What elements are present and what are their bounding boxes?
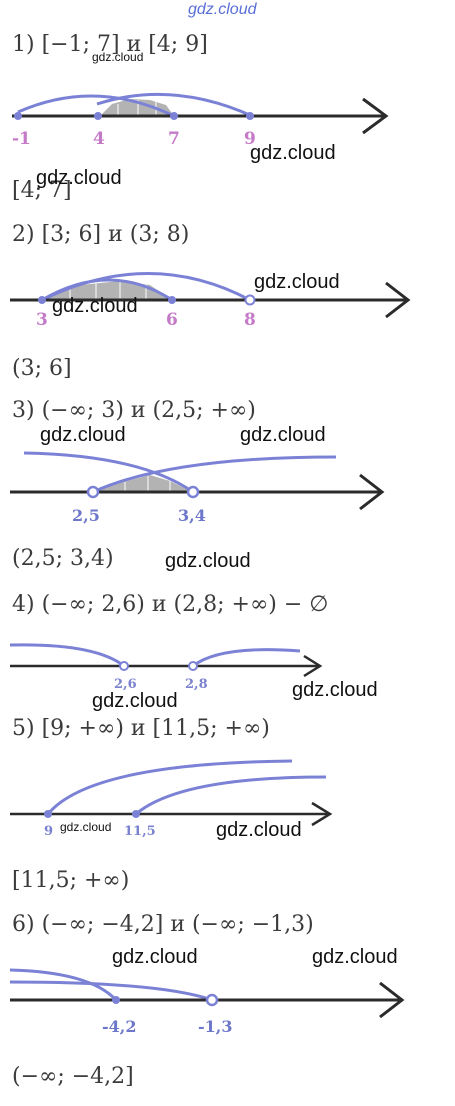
interval-arc-2 xyxy=(96,92,253,118)
watermark: gdz.cloud xyxy=(216,819,302,841)
point-label: 11,5 xyxy=(124,824,156,839)
number-line-4: 2,6 2,8 xyxy=(9,643,323,692)
axis-arrow xyxy=(362,97,389,135)
task-6-answer: (−∞; −4,2] xyxy=(12,1064,134,1089)
number-line-6: -4,2 -1,3 xyxy=(9,968,405,1036)
axis-arrow xyxy=(311,801,333,827)
watermark: gdz.cloud xyxy=(60,820,112,834)
watermark: gdz.cloud xyxy=(36,167,122,189)
task-5-answer: [11,5; +∞) xyxy=(12,868,130,893)
interval-arc-2 xyxy=(41,272,251,302)
watermark: gdz.cloud xyxy=(40,424,126,446)
watermark: gdz.cloud xyxy=(254,271,340,293)
watermark: gdz.cloud xyxy=(52,295,138,317)
watermark: gdz.cloud xyxy=(240,424,326,446)
task-3-statement: 3) (−∞; 3) и (2,5; +∞) xyxy=(12,398,256,423)
point-label: 8 xyxy=(244,310,256,330)
interval-arc-1 xyxy=(17,94,175,118)
point-label: -1,3 xyxy=(198,1017,232,1036)
watermark: gdz.cloud xyxy=(92,50,144,64)
number-line-5: 9 11,5 xyxy=(10,759,333,839)
task-1-statement: 1) [−1; 7] и [4; 9] xyxy=(12,32,208,57)
axis-arrow xyxy=(303,654,323,678)
watermark: gdz.cloud xyxy=(312,946,398,968)
interval-arc-2 xyxy=(135,775,327,816)
interval-arc-2 xyxy=(92,455,337,494)
point-label: 6 xyxy=(166,310,178,330)
task-1-answer: [4; 7] xyxy=(12,178,72,203)
task-2-answer: (3; 6] xyxy=(12,356,72,381)
task-3-answer: (2,5; 3,4) xyxy=(12,546,114,571)
point-label: 9 xyxy=(244,129,256,149)
watermark: gdz.cloud xyxy=(165,550,251,572)
point-label: 3 xyxy=(36,310,48,330)
task-6-statement: 6) (−∞; −4,2] и (−∞; −1,3) xyxy=(12,912,314,937)
interval-arc-1 xyxy=(46,759,293,815)
point-label: 4 xyxy=(93,129,105,149)
interval-arc-2 xyxy=(9,980,213,1002)
axis-arrow xyxy=(379,981,405,1019)
watermark: gdz.cloud xyxy=(250,142,336,164)
point-label: -1 xyxy=(12,129,31,149)
axis-arrow xyxy=(359,473,385,511)
task-4-statement: 4) (−∞; 2,6) и (2,8; +∞) − ∅ xyxy=(12,592,329,617)
task-2-statement: 2) [3; 6] и (3; 8) xyxy=(12,222,190,247)
point-label: 7 xyxy=(168,129,180,149)
watermark: gdz.cloud xyxy=(292,679,378,701)
task-5-statement: 5) [9; +∞) и [11,5; +∞) xyxy=(12,716,270,741)
interval-arc-2 xyxy=(192,648,301,668)
point-label: 3,4 xyxy=(178,506,206,525)
interval-arc-1 xyxy=(9,968,118,1002)
point-label: -4,2 xyxy=(102,1017,136,1036)
interval-arc-1 xyxy=(9,643,125,668)
point-label: 9 xyxy=(44,824,53,839)
watermark: gdz.cloud xyxy=(188,1,257,18)
point-label: 2,6 xyxy=(114,677,137,692)
number-line-3: 2,5 3,4 xyxy=(10,451,385,525)
point-label: 2,8 xyxy=(185,677,208,692)
watermark: gdz.cloud xyxy=(112,946,198,968)
axis-arrow xyxy=(385,281,411,319)
number-line-2: 3 6 8 xyxy=(10,272,411,330)
intersection-shade xyxy=(93,475,193,492)
interval-arc-1 xyxy=(23,451,194,494)
point-label: 2,5 xyxy=(72,506,100,525)
watermark: gdz.cloud xyxy=(92,690,178,712)
number-line-1: -1 4 7 9 xyxy=(12,92,389,149)
